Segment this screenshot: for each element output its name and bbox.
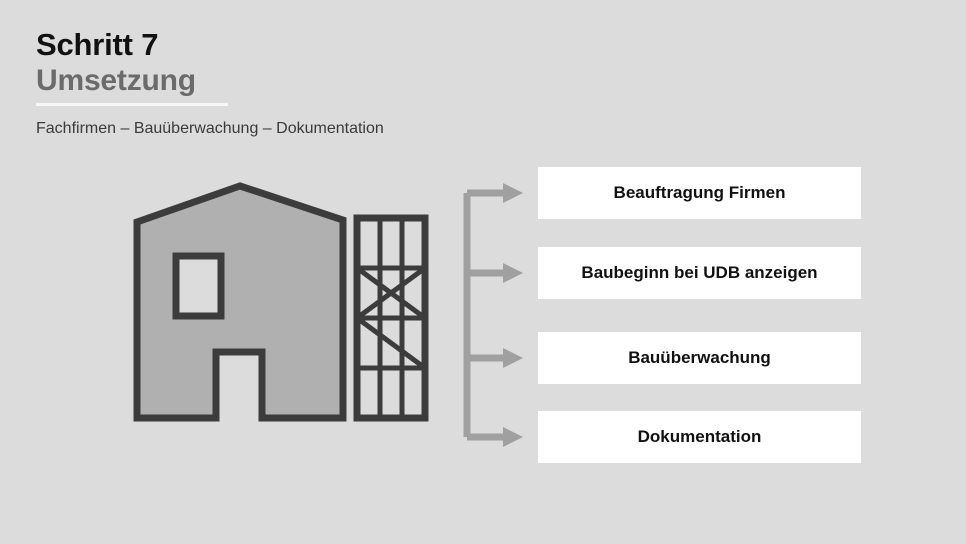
house-with-scaffold-illustration	[120, 170, 450, 435]
title-divider	[36, 103, 228, 107]
house-window	[172, 252, 225, 320]
connector-arrowhead-4	[503, 427, 523, 447]
step-box-baubeginn-bei-udb-anzeigen[interactable]: Baubeginn bei UDB anzeigen	[538, 247, 861, 299]
scaffold-brace-diagonal	[355, 315, 427, 371]
house-body-shape	[133, 182, 347, 422]
page-subtitle: Fachfirmen – Bauüberwachung – Dokumentat…	[36, 120, 384, 138]
step-box-dokumentation[interactable]: Dokumentation	[538, 411, 861, 463]
scaffold-brace-x-up	[355, 265, 427, 321]
step-box-label: Beauftragung Firmen	[613, 183, 786, 202]
page-title-phase: Umsetzung	[36, 64, 196, 98]
scaffold-tower	[353, 214, 429, 422]
connector-arrowhead-1	[503, 183, 523, 203]
page-title-step: Schritt 7	[36, 27, 159, 62]
step-box-label: Dokumentation	[637, 427, 762, 446]
step-box-beauftragung-firmen[interactable]: Beauftragung Firmen	[538, 167, 861, 219]
connector-arrowhead-3	[503, 348, 523, 368]
connector-arrowhead-2	[503, 263, 523, 283]
step-box-bauueberwachung[interactable]: Bauüberwachung	[538, 332, 861, 384]
branching-arrow-connector	[455, 170, 535, 455]
header-block: Schritt 7 Umsetzung Fachfirmen – Bauüber…	[36, 28, 536, 138]
house-scaffold-svg	[133, 182, 429, 422]
step-box-label: Baubeginn bei UDB anzeigen	[581, 263, 818, 282]
step-box-label: Bauüberwachung	[628, 348, 771, 367]
connector-svg	[463, 183, 523, 447]
